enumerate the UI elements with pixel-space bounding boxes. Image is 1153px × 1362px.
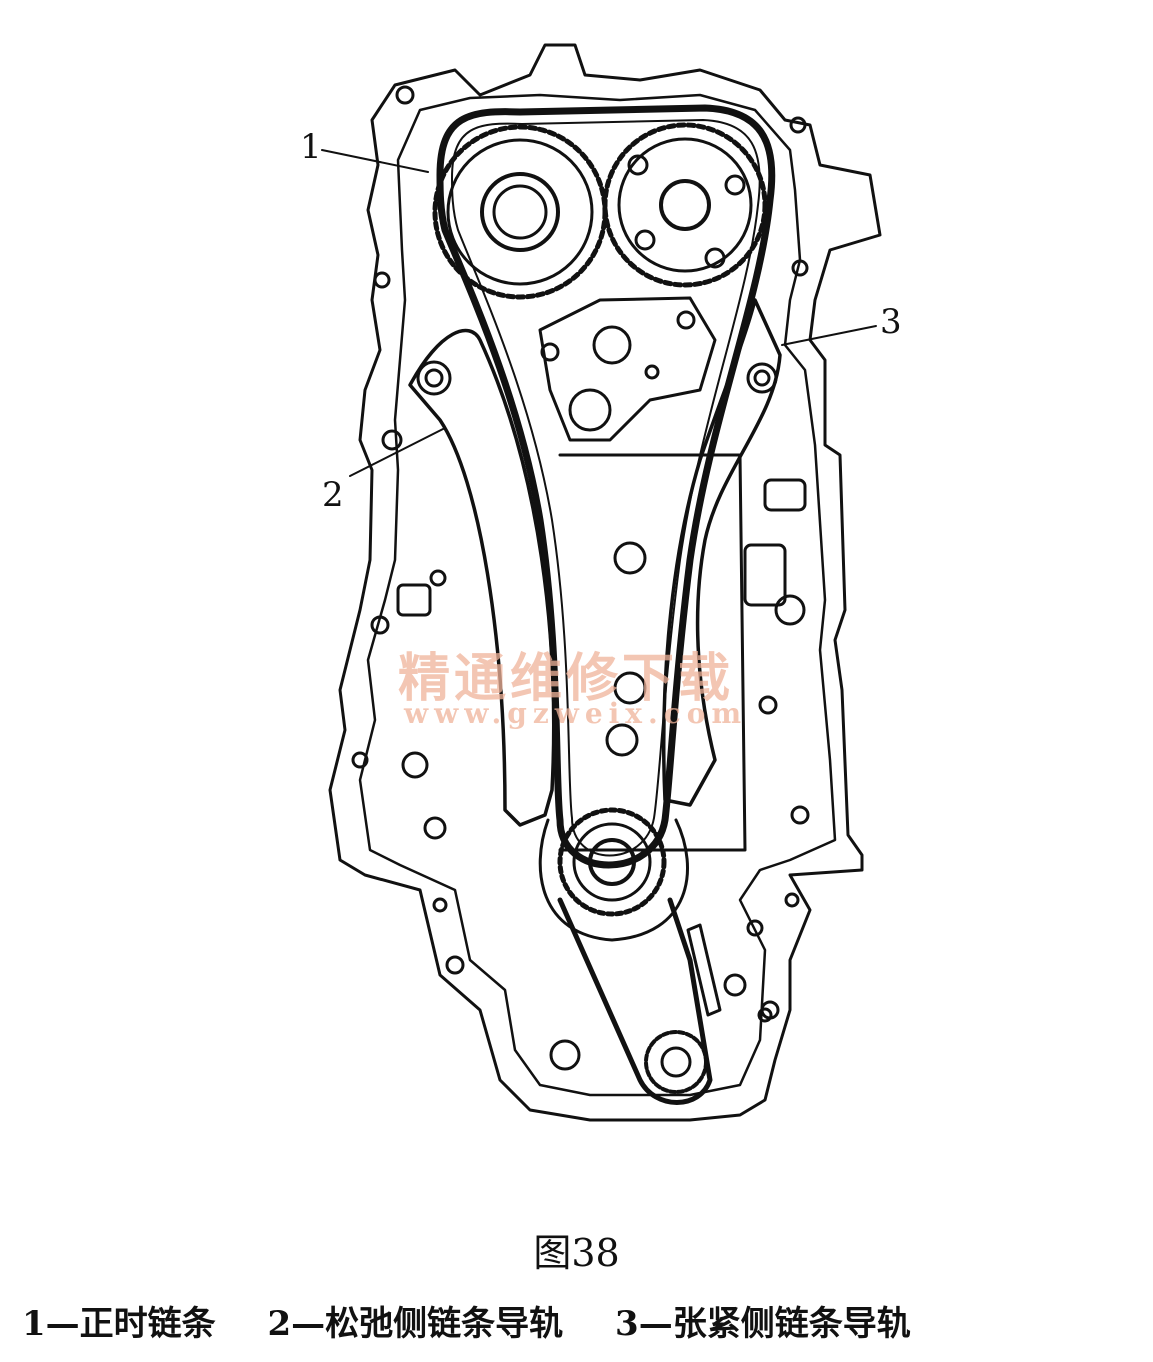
gasket-outline (358, 93, 837, 1097)
leader-line-1 (321, 149, 429, 173)
legend-item-timing-chain: 1—正时链条 (22, 1304, 216, 1344)
timing-chain-diagram (321, 43, 882, 1122)
leader-line-2 (349, 427, 446, 477)
timing-chain (436, 104, 776, 869)
legend-item-slack-guide: 2—松弛侧链条导轨 (267, 1304, 564, 1344)
leader-line-3 (781, 325, 877, 346)
watermark-url: www.gzweix.com (404, 697, 748, 730)
legend-item-tension-guide: 3—张紧侧链条导轨 (615, 1304, 911, 1344)
callout-label-1: 1 (300, 127, 322, 167)
crankshaft-sprocket (538, 807, 689, 942)
callout-label-2: 2 (322, 475, 344, 515)
watermark-text: 精通维修下载 (398, 648, 735, 709)
timing-chain-inner (451, 119, 761, 857)
figure-title: 图38 (533, 1231, 620, 1275)
oil-pump-chain (557, 897, 713, 1105)
oil-pump-tensioner (686, 923, 722, 1017)
callout-label-3: 3 (880, 302, 902, 342)
center-housing (538, 296, 717, 442)
engine-block-outline (328, 43, 882, 1122)
legend: 1—正时链条 2—松弛侧链条导轨 3—张紧侧链条导轨 (22, 1296, 1132, 1345)
camshaft-sprocket-right (602, 122, 768, 288)
oil-pump-sprocket (644, 1030, 708, 1094)
